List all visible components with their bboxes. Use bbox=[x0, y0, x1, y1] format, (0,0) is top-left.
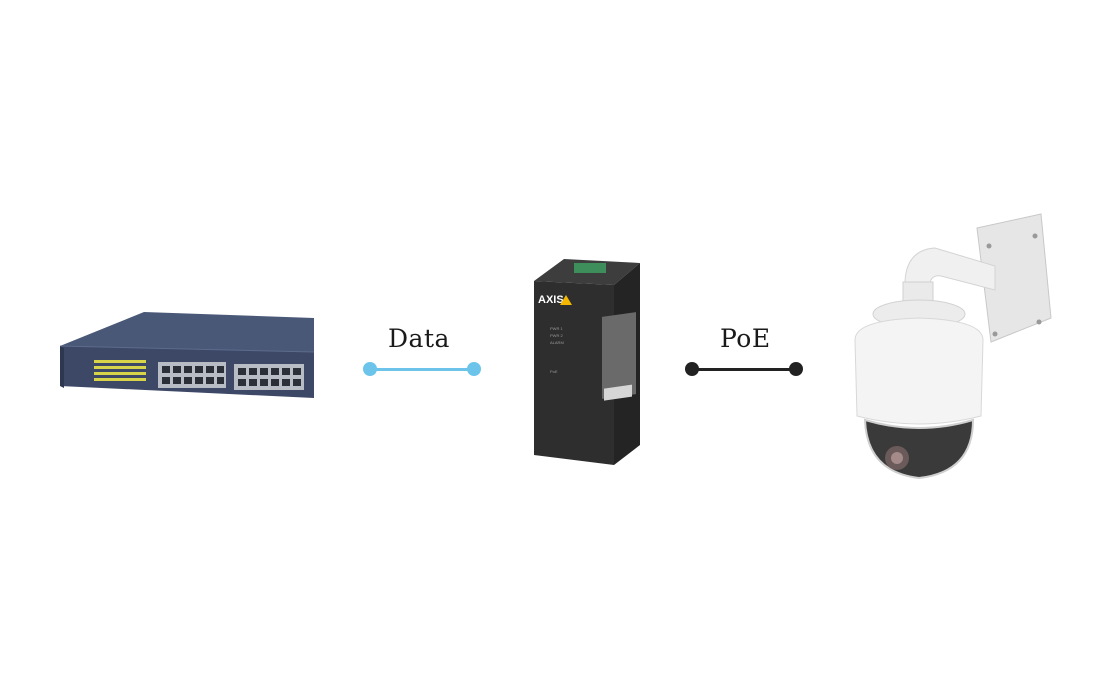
ptz-camera-icon bbox=[845, 210, 1060, 485]
svg-text:PWR 1: PWR 1 bbox=[550, 326, 563, 331]
data-link-endpoint-left bbox=[363, 362, 377, 376]
svg-text:ALARM: ALARM bbox=[550, 340, 564, 345]
svg-text:AXIS: AXIS bbox=[538, 294, 564, 306]
poe-link-endpoint-right bbox=[789, 362, 803, 376]
svg-text:PoE: PoE bbox=[550, 369, 558, 374]
svg-text:PWR 2: PWR 2 bbox=[550, 333, 563, 338]
data-link-label: Data bbox=[388, 324, 450, 353]
poe-link-label: PoE bbox=[720, 324, 771, 353]
data-link-line bbox=[370, 368, 474, 371]
network-switch-icon bbox=[58, 310, 318, 400]
poe-injector-icon: AXIS PWR 1 PWR 2 ALARM PoE bbox=[530, 255, 645, 467]
data-link-endpoint-right bbox=[467, 362, 481, 376]
poe-link-endpoint-left bbox=[685, 362, 699, 376]
poe-link-line bbox=[692, 368, 796, 371]
